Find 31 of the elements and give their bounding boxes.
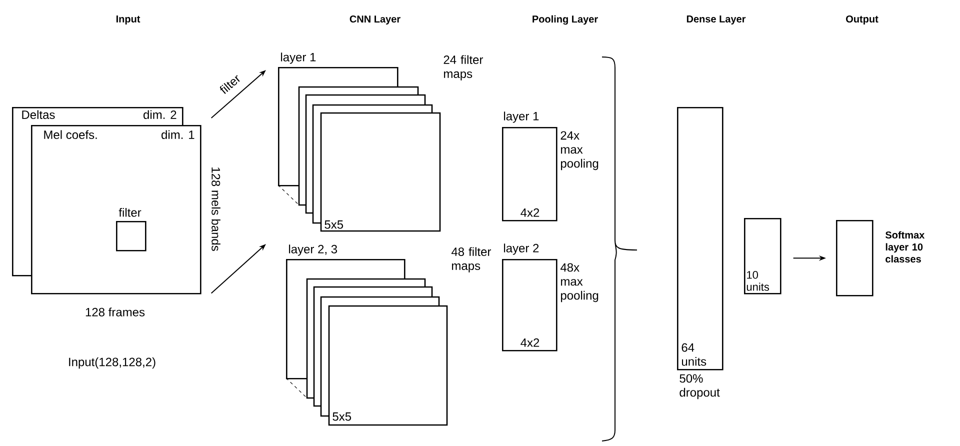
layer-label: layer 2, 3 (289, 244, 338, 256)
dimension-label: dim. 1 (162, 130, 194, 139)
layer-label: layer 2 (504, 244, 539, 255)
column-heading: Input (116, 16, 140, 24)
feature-map-label: 24 filter maps (444, 55, 484, 80)
feature-map-label: 48 filter maps (452, 247, 492, 272)
edge-label: filter (217, 72, 243, 96)
column-heading: Pooling Layer (532, 15, 598, 25)
layer-label: layer 1 (504, 112, 539, 123)
output-label: Softmax layer 10 classes (885, 231, 925, 263)
sheet-label: Mel coefs. (44, 130, 97, 139)
column-heading: Output (846, 15, 878, 25)
filter-label: filter (118, 208, 142, 217)
size-label: 4x2 (520, 208, 540, 217)
size-label: 4x2 (520, 338, 540, 347)
pooling-label: 48x max pooling (560, 263, 598, 302)
output-box (116, 221, 146, 252)
column-heading: Dense Layer (686, 16, 746, 24)
column-heading: CNN Layer (350, 15, 400, 25)
sheet-label: Deltas (22, 110, 55, 119)
size-label: 5x5 (332, 412, 352, 421)
input-shape-label: Input(128,128,2) (69, 357, 156, 369)
units-label: 10 units (746, 271, 770, 291)
layer-label: layer 1 (281, 52, 316, 64)
size-label: 5x5 (324, 220, 344, 229)
axis-label: 128 frames (86, 308, 145, 316)
pooling-label: 24x max pooling (560, 131, 598, 170)
dimension-label: dim. 2 (144, 110, 176, 119)
dropout-label: 50% dropout (680, 374, 720, 400)
axis-label: 128 mels bands (212, 168, 220, 251)
units-label: 64 units (682, 343, 706, 366)
